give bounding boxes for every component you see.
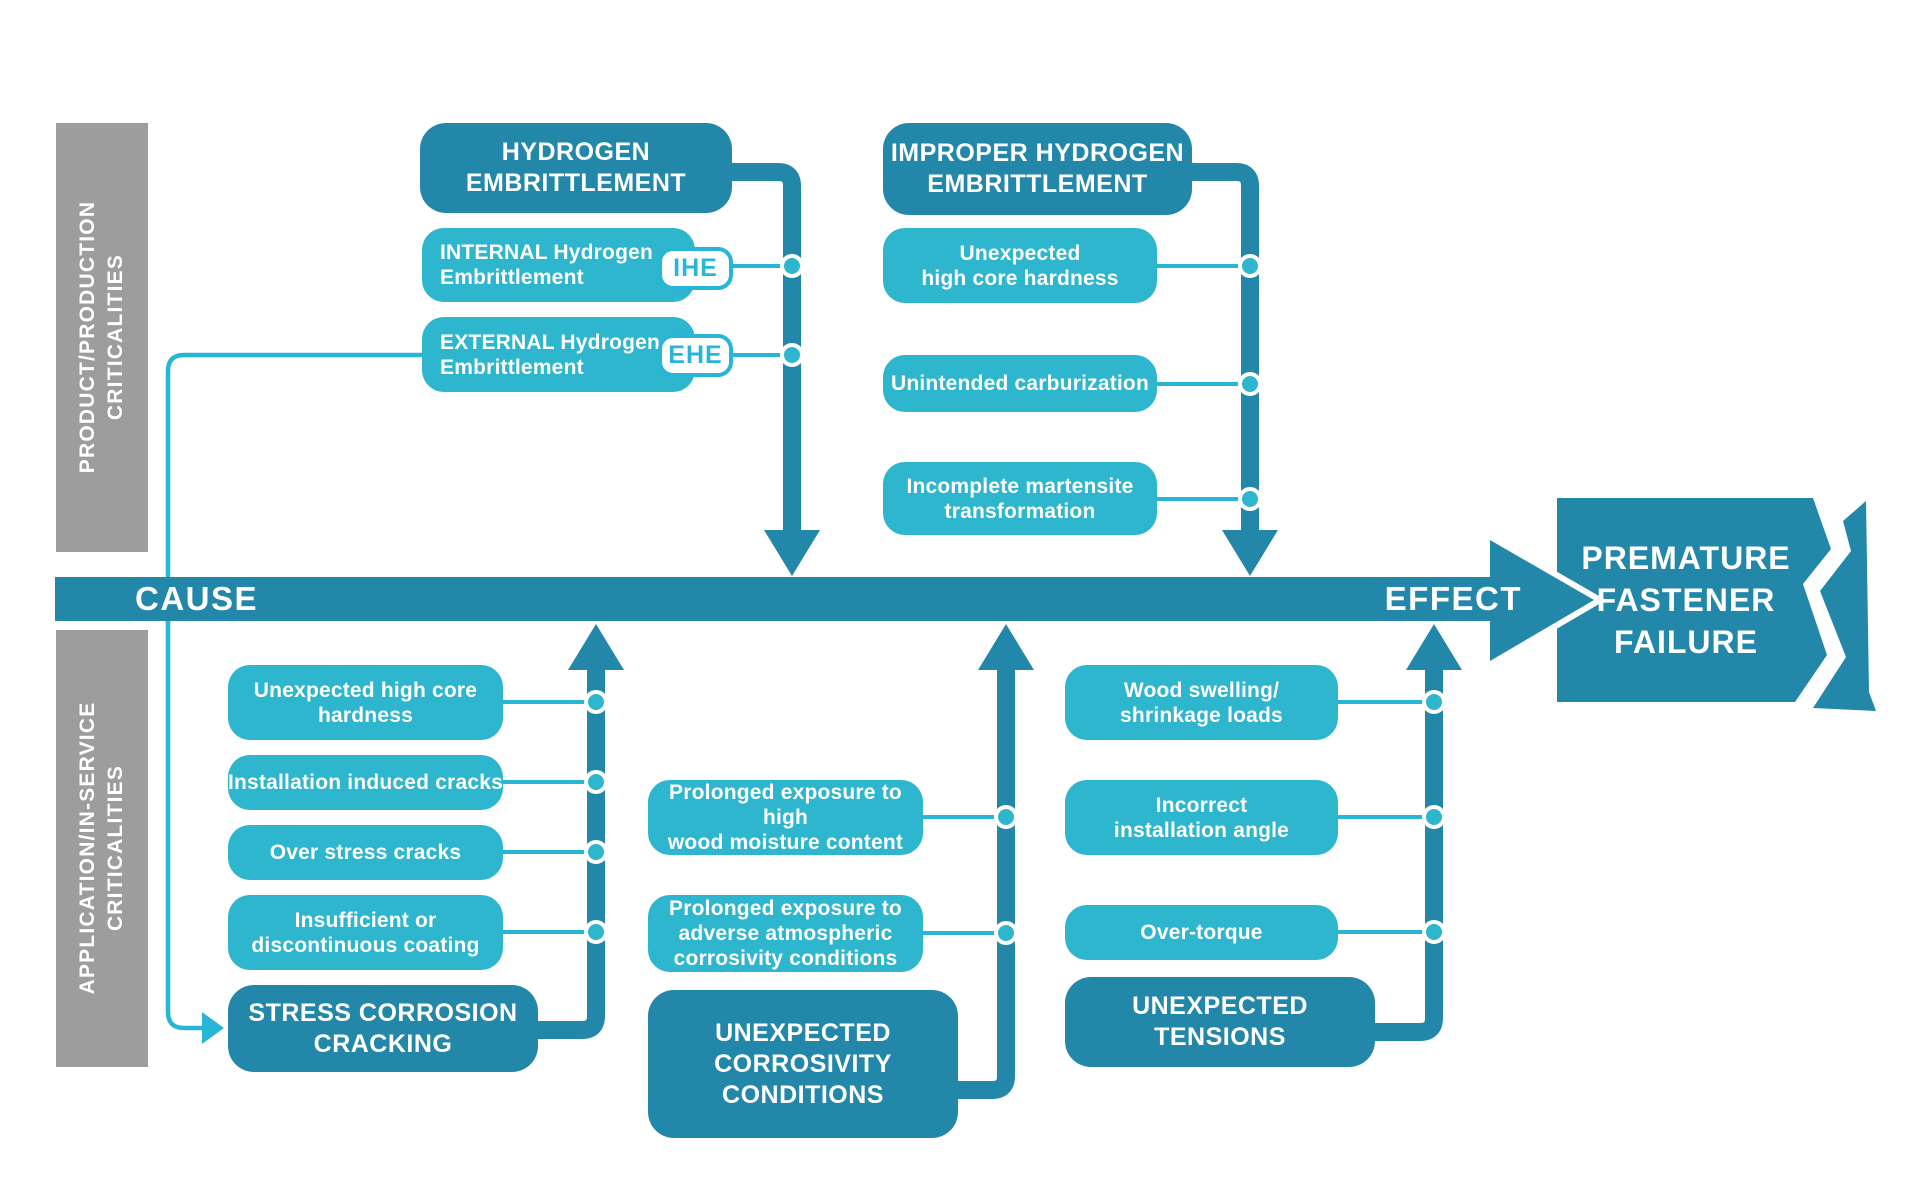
internal-hydrogen-embrittlement-item: INTERNAL Hydrogen Embrittlement <box>422 228 695 302</box>
failure-crack-fragment <box>1813 501 1876 711</box>
failure-box-shape <box>1557 498 1831 702</box>
stress-corrosion-cracking-header: STRESS CORROSION CRACKING <box>228 985 538 1072</box>
cause-effect-bar <box>55 577 1498 621</box>
bone-arrowheads <box>568 530 1462 670</box>
hydrogen-bone <box>730 163 801 534</box>
improper-hydrogen-embrittlement-header: IMPROPER HYDROGEN EMBRITTLEMENT <box>883 123 1192 215</box>
up-arrowhead <box>1406 624 1462 670</box>
connector-dot <box>994 805 1018 829</box>
external-hydrogen-embrittlement-item: EXTERNAL Hydrogen Embrittlement <box>422 317 695 392</box>
over-torque-item: Over-torque <box>1065 905 1338 960</box>
connector-dot <box>584 690 608 714</box>
tensions-bone <box>1375 668 1443 1041</box>
scc-bone <box>538 668 605 1039</box>
down-arrowhead <box>1222 530 1278 576</box>
ehe-to-scc-connector <box>165 352 422 1031</box>
unexpected-high-core-hardness-top-item: Unexpected high core hardness <box>883 228 1157 303</box>
unexpected-corrosivity-conditions-header: UNEXPECTED CORROSIVITY CONDITIONS <box>648 990 958 1138</box>
down-arrowhead <box>764 530 820 576</box>
unexpected-high-core-hardness-scc-item: Unexpected high core hardness <box>228 665 503 740</box>
ehe-badge: EHE <box>658 334 733 377</box>
ihe-badge: IHE <box>658 247 733 290</box>
incorrect-installation-angle-item: Incorrect installation angle <box>1065 780 1338 855</box>
connector-dot <box>1422 690 1446 714</box>
connector-dot <box>1238 254 1262 278</box>
over-stress-cracks-item: Over stress cracks <box>228 825 503 880</box>
lane-label-product-production: PRODUCT/PRODUCTION CRITICALITIES <box>76 200 127 474</box>
hydrogen-embrittlement-header: HYDROGEN EMBRITTLEMENT <box>420 123 732 213</box>
wood-swelling-shrinkage-loads-item: Wood swelling/ shrinkage loads <box>1065 665 1338 740</box>
improper-bone <box>1190 163 1259 534</box>
item-connector-lines <box>503 264 1434 935</box>
connector-dot <box>1422 805 1446 829</box>
bones <box>538 163 1443 1099</box>
lane-application-in-service <box>56 630 148 1067</box>
connector-dot <box>584 770 608 794</box>
connector-dots <box>584 254 1446 945</box>
up-arrowhead <box>978 624 1034 670</box>
premature-fastener-failure-label: PREMATURE FASTENER FAILURE <box>1581 540 1791 660</box>
unexpected-tensions-header: UNEXPECTED TENSIONS <box>1065 977 1375 1067</box>
cause-label: CAUSE <box>135 580 259 617</box>
connector-dot <box>1238 372 1262 396</box>
installation-induced-cracks-item: Installation induced cracks <box>228 755 503 810</box>
connector-dot <box>994 921 1018 945</box>
unintended-carburization-item: Unintended carburization <box>883 355 1157 412</box>
connector-dot <box>1238 487 1262 511</box>
connector-dot <box>584 840 608 864</box>
effect-label: EFFECT <box>1384 580 1522 617</box>
corrosivity-bone <box>958 668 1015 1099</box>
ehe-to-scc-arrowhead <box>202 1012 224 1044</box>
up-arrowhead <box>568 624 624 670</box>
lane-product-production <box>56 123 148 552</box>
connector-dot <box>780 343 804 367</box>
prolonged-exposure-atmospheric-corrosivity-item: Prolonged exposure to adverse atmospheri… <box>648 895 923 972</box>
connector-dot <box>584 920 608 944</box>
connector-dot <box>1422 920 1446 944</box>
incomplete-martensite-transformation-item: Incomplete martensite transformation <box>883 462 1157 535</box>
connector-dot <box>780 254 804 278</box>
lane-label-application-in-service: APPLICATION/IN-SERVICE CRITICALITIES <box>76 701 127 995</box>
prolonged-exposure-wood-moisture-item: Prolonged exposure to high wood moisture… <box>648 780 923 855</box>
insufficient-discontinuous-coating-item: Insufficient or discontinuous coating <box>228 895 503 970</box>
